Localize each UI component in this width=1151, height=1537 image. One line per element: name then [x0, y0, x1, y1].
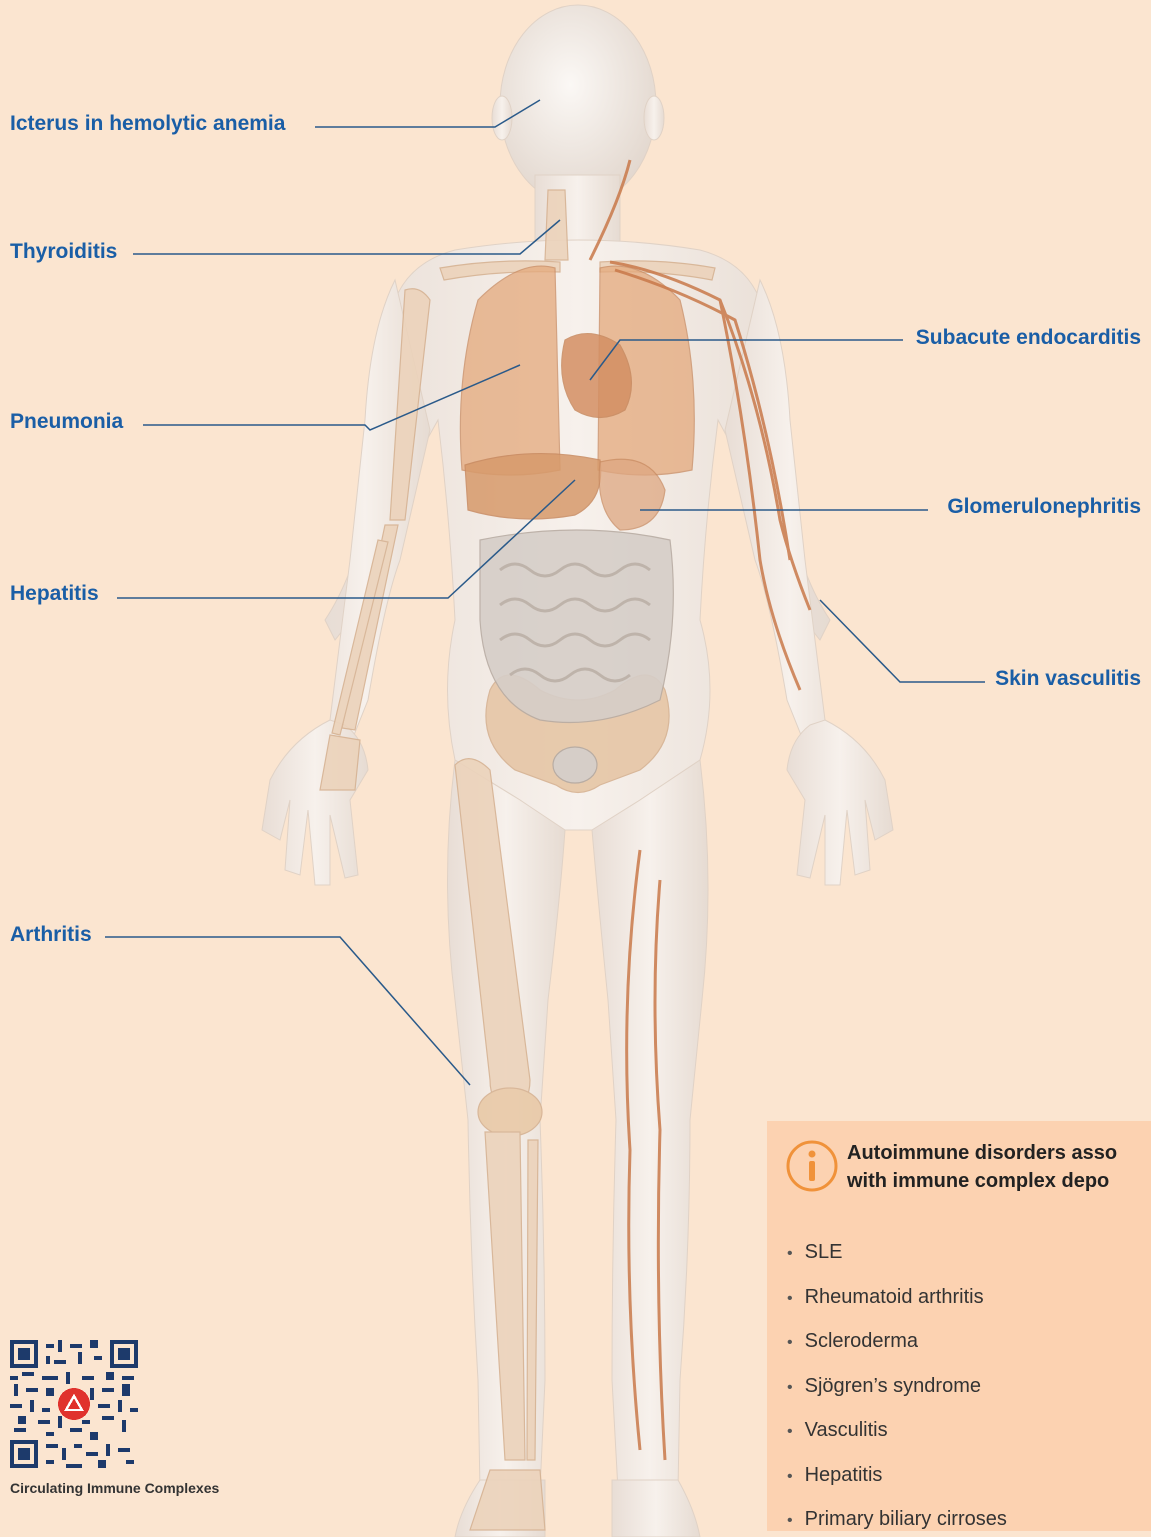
info-title-line1: Autoimmune disorders asso	[847, 1139, 1117, 1167]
label-glomerulonephritis: Glomerulonephritis	[947, 495, 1141, 519]
liver	[465, 454, 601, 519]
label-icterus: Icterus in hemolytic anemia	[10, 112, 285, 136]
left-leg	[592, 760, 708, 1490]
list-item: Rheumatoid arthritis	[787, 1276, 1007, 1321]
bladder	[553, 747, 597, 783]
list-item: Primary biliary cirroses	[787, 1498, 1007, 1531]
intestines	[480, 530, 673, 723]
leader-arthritis	[105, 937, 470, 1085]
label-thyroiditis: Thyroiditis	[10, 240, 117, 264]
info-box-title: Autoimmune disorders asso with immune co…	[847, 1139, 1117, 1195]
qr-code-image	[10, 1340, 138, 1468]
heart	[562, 334, 632, 418]
knee	[478, 1088, 542, 1136]
label-subacute-endocarditis: Subacute endocarditis	[916, 326, 1141, 350]
list-item: Hepatitis	[787, 1454, 1007, 1499]
label-hepatitis: Hepatitis	[10, 582, 99, 606]
info-title-line2: with immune complex depo	[847, 1167, 1117, 1195]
left-hand	[787, 720, 893, 885]
pdf-icon	[58, 1388, 90, 1420]
list-item: Scleroderma	[787, 1320, 1007, 1365]
list-item: Sjögren’s syndrome	[787, 1365, 1007, 1410]
qr-code[interactable]	[10, 1340, 138, 1468]
disorder-list: SLE Rheumatoid arthritis Scleroderma Sjö…	[787, 1231, 1007, 1531]
leader-skin-vasculitis	[820, 600, 985, 682]
label-pneumonia: Pneumonia	[10, 410, 123, 434]
info-icon	[785, 1139, 839, 1193]
list-item: Vasculitis	[787, 1409, 1007, 1454]
list-item: SLE	[787, 1231, 1007, 1276]
info-box: Autoimmune disorders asso with immune co…	[767, 1121, 1151, 1531]
label-arthritis: Arthritis	[10, 923, 92, 947]
figure-caption: Circulating Immune Complexes	[10, 1480, 219, 1496]
label-skin-vasculitis: Skin vasculitis	[995, 667, 1141, 691]
